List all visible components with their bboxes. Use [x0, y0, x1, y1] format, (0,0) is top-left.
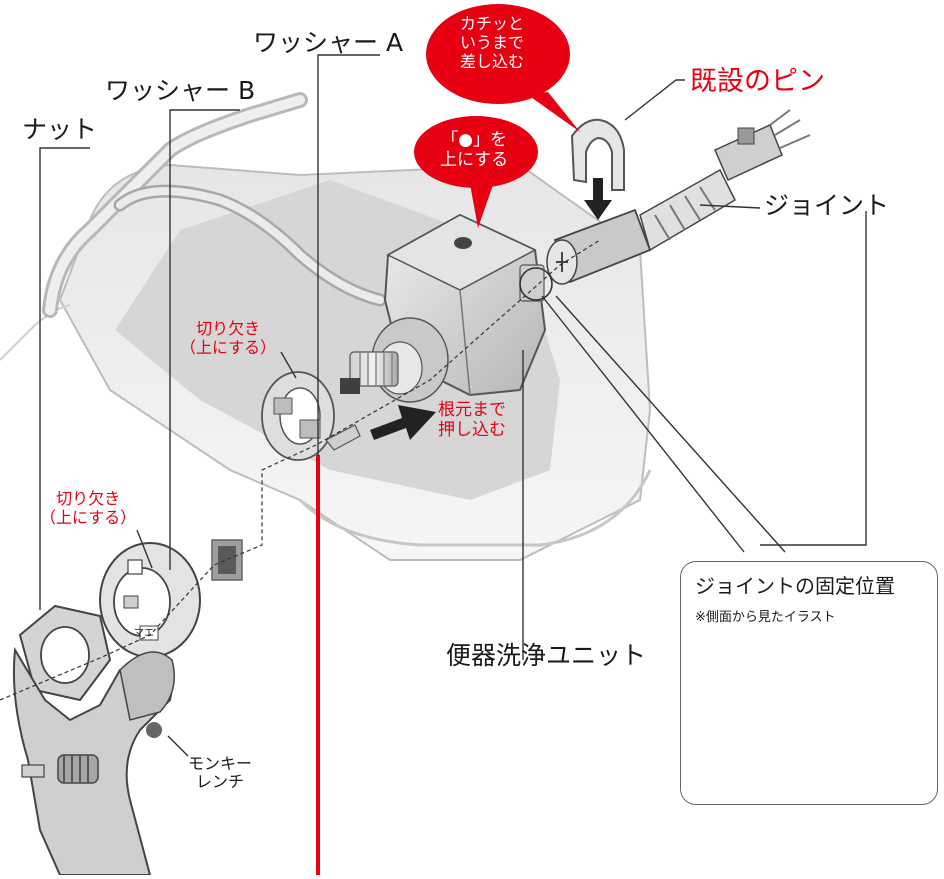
hose [113, 184, 387, 307]
wrench-line1: モンキー [188, 754, 253, 773]
bubble-click [426, 4, 580, 132]
label-washer-a: ワッシャー A [253, 28, 404, 57]
bubble-click-line1: カチッと [460, 14, 525, 33]
existing-pin [570, 118, 625, 191]
label-flush-unit: 便器洗浄ユニット [446, 641, 647, 670]
alignment-dash-line [0, 239, 601, 701]
inset-note: ※側面から見たイラスト [695, 610, 836, 625]
washer-a [261, 371, 361, 461]
wrench-line2: レンチ [196, 772, 245, 792]
washer-mark: マエ [134, 628, 154, 639]
bubble-click-text: カチッと いうまで 差し込む [460, 14, 524, 72]
bubble-dot-line1: 「●」を [441, 130, 507, 150]
notch-b-line2: （上にする） [40, 508, 137, 528]
inset-title: ジョイントの固定位置 [695, 574, 895, 598]
bubble-dot-text: 「●」を 上にする [440, 130, 508, 171]
push-arrow [370, 405, 436, 440]
label-existing-pin: 既設のピン [690, 66, 825, 97]
label-notch-b: 切り欠き （上にする） [40, 489, 136, 527]
bubble-click-line3: 差し込む [460, 52, 525, 72]
label-joint: ジョイント [764, 191, 890, 220]
notch-a-line2: （上にする） [180, 338, 277, 358]
callout-lines [39, 54, 867, 757]
bubble-dot [414, 116, 538, 228]
push-line2: 押し込む [438, 420, 506, 441]
label-notch-a: 切り欠き （上にする） [180, 319, 276, 357]
label-nut: ナット [22, 115, 98, 144]
label-wrench: モンキー レンチ [188, 754, 253, 792]
notch-a-line1: 切り欠き [196, 319, 261, 338]
washer-b [99, 542, 201, 658]
magnifier-circle [519, 267, 553, 301]
bubble-click-line2: いうまで [460, 33, 525, 53]
notch-b-line1: 切り欠き [56, 489, 121, 508]
label-washer-b: ワッシャー B [105, 76, 256, 105]
nut-and-wrench [12, 604, 175, 876]
joint-position-inset: ジョイントの固定位置 ※側面から見たイラスト [680, 561, 938, 805]
label-push: 根元まで 押し込む [438, 400, 506, 441]
push-line1: 根元まで [438, 400, 506, 420]
pin-insert-arrow [584, 178, 612, 220]
joint [546, 109, 811, 285]
bubble-dot-line2: 上にする [440, 150, 509, 171]
